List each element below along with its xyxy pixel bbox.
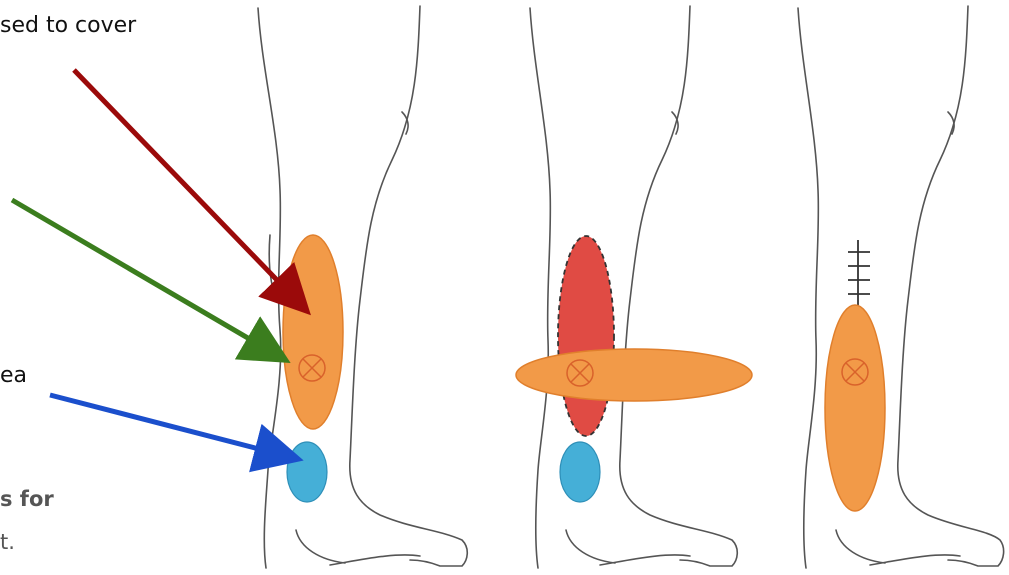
flap-ellipse-1 bbox=[283, 235, 343, 429]
defect-blue-2 bbox=[560, 442, 600, 502]
donor-site-red bbox=[558, 236, 614, 436]
arrow-red bbox=[74, 70, 304, 308]
suture-line bbox=[848, 240, 870, 310]
flap-rotated bbox=[516, 349, 752, 401]
leg-3 bbox=[798, 6, 1004, 568]
flap-final bbox=[825, 305, 885, 511]
arrow-blue bbox=[50, 395, 294, 458]
defect-blue-1 bbox=[287, 442, 327, 502]
arrow-green bbox=[12, 200, 282, 358]
